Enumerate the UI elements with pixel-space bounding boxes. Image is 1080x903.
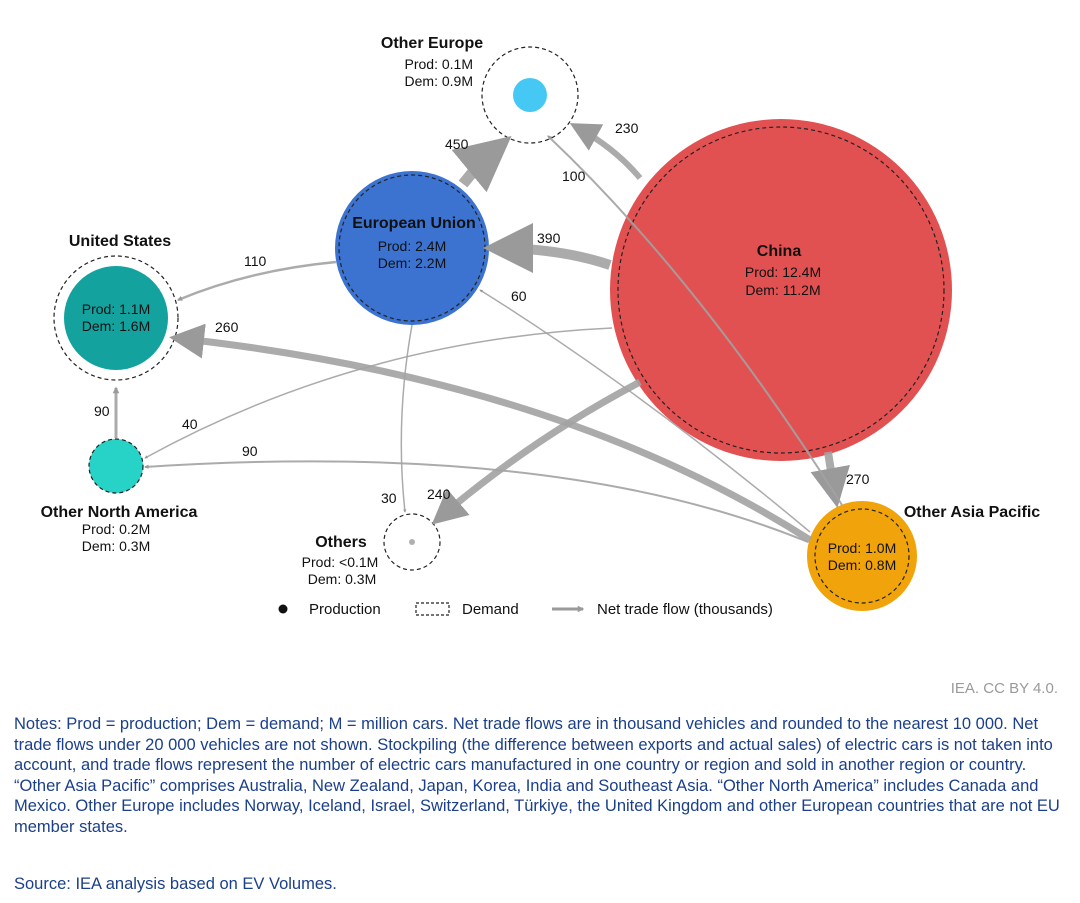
flow-label-other-ap-other-europe: 100 xyxy=(562,168,586,184)
eu-name: European Union xyxy=(352,215,476,232)
flow-label-eu-others: 30 xyxy=(381,490,397,506)
flow-eu-other-europe xyxy=(451,135,512,193)
flow-label-eu-us: 110 xyxy=(244,253,267,269)
flow-label-other-na-us: 90 xyxy=(94,403,110,419)
flow-label-other-ap-eu: 60 xyxy=(511,288,527,304)
us-prod: Prod: 1.1M xyxy=(82,301,150,317)
other-ap-demand-ring xyxy=(814,508,910,604)
flow-labels: 390 230 450 110 260 90 40 90 270 100 60 … xyxy=(94,120,870,506)
other-na-production-circle xyxy=(89,439,143,493)
flow-label-china-other-ap: 270 xyxy=(846,471,870,487)
region-other-na xyxy=(88,438,144,494)
legend-flow-label: Net trade flow (thousands) xyxy=(597,601,773,618)
region-others xyxy=(383,513,441,571)
flow-eu-us xyxy=(177,260,337,302)
flow-china-others xyxy=(431,378,642,525)
legend-demand-swatch xyxy=(415,602,450,616)
flow-china-eu xyxy=(483,223,612,274)
other-ap-production-circle xyxy=(807,501,917,611)
flow-label-china-eu: 390 xyxy=(537,230,561,246)
flow-china-other-europe xyxy=(569,123,643,180)
other-europe-name: Other Europe xyxy=(381,35,483,52)
flow-china-other-na xyxy=(144,327,613,459)
eu-prod: Prod: 2.4M xyxy=(378,238,446,254)
china-name: China xyxy=(757,243,802,260)
trade-flow-diagram: 390 230 450 110 260 90 40 90 270 100 60 … xyxy=(41,35,1041,618)
flow-label-china-others: 240 xyxy=(427,486,451,502)
legend-production-dot xyxy=(278,604,288,614)
others-dem: Dem: 0.3M xyxy=(308,571,376,587)
other-na-prod: Prod: 0.2M xyxy=(82,521,150,537)
others-name: Others xyxy=(315,534,367,551)
flow-label-china-other-europe: 230 xyxy=(615,120,639,136)
credit-text: IEA. CC BY 4.0. xyxy=(950,680,1058,697)
other-na-name: Other North America xyxy=(41,504,198,521)
other-na-demand-ring xyxy=(88,438,144,494)
us-name: United States xyxy=(69,233,171,250)
legend: Production Demand Net trade flow (thousa… xyxy=(278,601,773,618)
other-ap-dem: Dem: 0.8M xyxy=(828,557,896,573)
region-other-europe xyxy=(481,46,579,144)
flow-eu-others xyxy=(400,324,413,513)
flow-other-ap-other-europe xyxy=(547,135,843,506)
us-dem: Dem: 1.6M xyxy=(82,318,150,334)
legend-production-label: Production xyxy=(309,601,381,618)
flow-other-ap-us xyxy=(169,323,812,543)
region-other-ap xyxy=(807,501,917,611)
flow-label-other-ap-other-na: 90 xyxy=(242,443,258,459)
others-prod: Prod: <0.1M xyxy=(302,554,379,570)
eu-dem: Dem: 2.2M xyxy=(378,255,446,271)
flow-label-china-other-na: 40 xyxy=(182,416,198,432)
source-text: Source: IEA analysis based on EV Volumes… xyxy=(14,875,337,893)
other-ap-name: Other Asia Pacific xyxy=(904,504,1040,521)
flow-label-eu-other-europe: 450 xyxy=(445,136,469,152)
other-europe-prod: Prod: 0.1M xyxy=(405,56,473,72)
flow-other-ap-eu xyxy=(479,289,811,533)
us-production-circle xyxy=(64,266,168,370)
china-prod: Prod: 12.4M xyxy=(745,264,821,280)
region-china xyxy=(610,119,952,461)
other-europe-dem: Dem: 0.9M xyxy=(405,73,473,89)
flow-label-other-ap-us: 260 xyxy=(215,319,239,335)
china-production-circle xyxy=(610,119,952,461)
other-ap-prod: Prod: 1.0M xyxy=(828,540,896,556)
legend-demand-label: Demand xyxy=(462,601,519,618)
eu-production-circle xyxy=(335,171,489,325)
other-na-dem: Dem: 0.3M xyxy=(82,538,150,554)
flow-arrows xyxy=(112,123,850,543)
region-us xyxy=(53,255,179,381)
china-dem: Dem: 11.2M xyxy=(745,282,820,298)
notes-text: Notes: Prod = production; Dem = demand; … xyxy=(14,715,1060,836)
flow-other-ap-other-na xyxy=(144,460,809,543)
other-europe-production-circle xyxy=(513,78,547,112)
region-labels: Other Europe Prod: 0.1M Dem: 0.9M Europe… xyxy=(41,35,1041,587)
china-demand-ring xyxy=(617,126,945,454)
others-production-circle xyxy=(409,539,415,545)
